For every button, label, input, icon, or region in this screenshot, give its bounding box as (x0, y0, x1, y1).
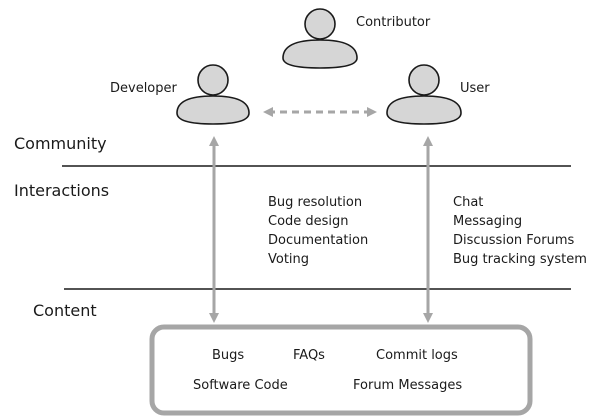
developer-interaction-item: Voting (268, 252, 309, 267)
interactions-section-label: Interactions (14, 181, 109, 200)
contributor-person-icon (282, 8, 358, 69)
user-label: User (460, 81, 490, 96)
community-section-label: Community (14, 134, 107, 153)
content-item-commit-logs: Commit logs (376, 348, 458, 363)
content-item-software-code: Software Code (193, 378, 288, 393)
content-item-forum-messages: Forum Messages (353, 378, 462, 393)
user-person-icon (386, 64, 462, 125)
developer-interaction-item: Code design (268, 214, 349, 229)
developer-person-icon (176, 64, 250, 125)
contributor-label: Contributor (356, 15, 431, 30)
developer-label: Developer (110, 81, 178, 96)
developer-interaction-item: Documentation (268, 233, 368, 248)
user-interaction-item: Discussion Forums (453, 233, 574, 248)
content-item-faqs: FAQs (293, 348, 325, 363)
content-item-bugs: Bugs (212, 348, 244, 363)
user-interaction-item: Bug tracking system (453, 252, 587, 267)
user-interaction-item: Chat (453, 195, 483, 210)
content-box (149, 324, 533, 416)
developer-interaction-item: Bug resolution (268, 195, 362, 210)
user-interaction-item: Messaging (453, 214, 522, 229)
user-interactions-list: Chat Messaging Discussion Forums Bug tra… (453, 195, 587, 267)
developer-interactions-list: Bug resolution Code design Documentation… (268, 195, 368, 267)
content-section-label: Content (33, 301, 97, 320)
